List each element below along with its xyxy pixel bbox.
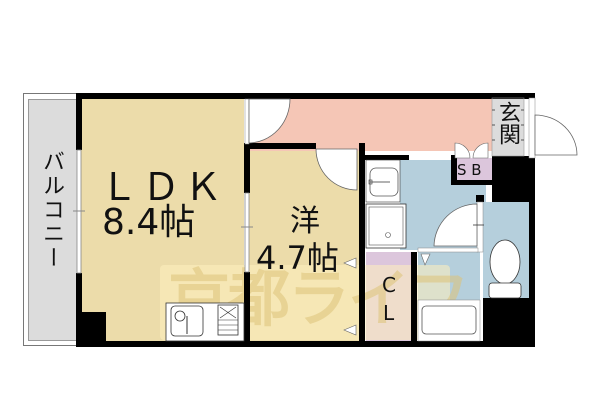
- wall-western-right: [359, 143, 365, 347]
- wall-closet-right: [411, 252, 417, 347]
- entrance-label: 玄関: [495, 101, 520, 145]
- wall-toilet-left: [476, 195, 484, 202]
- front-door-icon[interactable]: [528, 97, 578, 159]
- entrance: [492, 98, 524, 158]
- wall-left-lower: [76, 273, 82, 347]
- wall-left-upper: [76, 93, 82, 150]
- western-door-icon: [315, 148, 358, 191]
- wall-top: [76, 93, 535, 99]
- ldk-corner-column: [76, 312, 106, 347]
- sliding-door: [244, 192, 250, 273]
- wall-right-block: [492, 156, 535, 202]
- wall-shoebox-left: [451, 155, 457, 185]
- bathroom-door-icon: [433, 201, 484, 253]
- wall-ldk-western-upper: [244, 143, 250, 193]
- balcony-label: バルコニー: [39, 150, 64, 270]
- wall-wet-top: [359, 155, 409, 160]
- wash-basin-icon: [365, 159, 401, 203]
- stove-icon: [217, 304, 239, 336]
- ldk-size: 8.4帖: [102, 202, 196, 243]
- toilet-icon: [488, 239, 522, 299]
- western-size: 4.7帖: [256, 239, 339, 277]
- wall-western-top: [244, 143, 316, 149]
- washing-machine-icon: [365, 203, 407, 249]
- bathtub-icon: [417, 299, 481, 342]
- shoe-box-label: S B: [457, 161, 482, 179]
- western-name: 洋: [290, 204, 320, 239]
- shoe-box: [456, 158, 492, 183]
- wall-right-lower-block: [483, 298, 535, 347]
- closet-label-c: C: [382, 273, 396, 297]
- wall-right: [529, 93, 535, 347]
- wall-bottom: [76, 341, 535, 347]
- ldk-name: ＬＤＫ: [100, 165, 227, 209]
- ldk-door-icon: [244, 98, 291, 145]
- wall-shoebox-bottom: [451, 180, 492, 185]
- shoe-box-door-icon: [454, 142, 489, 159]
- closet-label-l: L: [383, 301, 395, 325]
- balcony: [28, 99, 78, 341]
- wall-ldk-western-lower: [244, 272, 250, 347]
